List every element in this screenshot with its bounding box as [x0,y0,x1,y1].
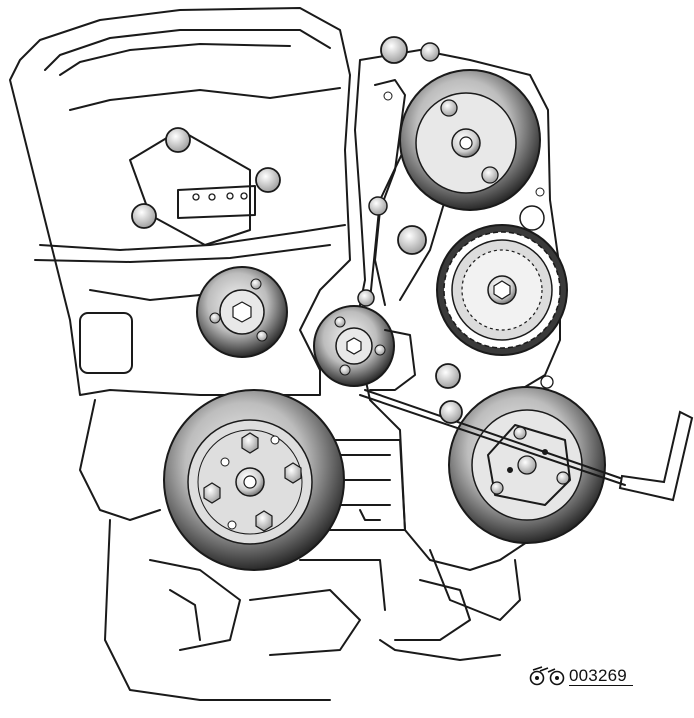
toothed-sprocket [436,224,568,356]
tensioner-pulley [313,305,416,391]
camera-reel-icon [529,666,565,686]
left-idler-pulley [196,266,288,358]
reference-label: 003269 [528,664,633,688]
hex-key-tool [359,389,694,502]
upper-pulley [399,69,541,211]
engine-block-outline [9,7,406,701]
lower-right-pulley [448,386,606,544]
cover-bolts [131,36,554,424]
crankshaft-pulley [163,389,345,571]
reference-code: 003269 [569,666,633,686]
